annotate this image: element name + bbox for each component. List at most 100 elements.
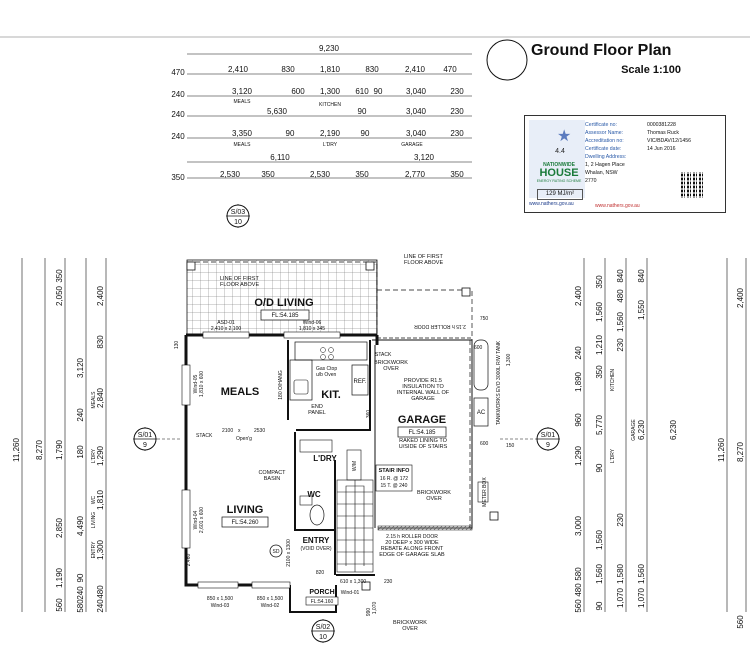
sink bbox=[293, 379, 309, 395]
right-dim-c1-0: 2,400 bbox=[574, 285, 583, 306]
room-entry: ENTRY bbox=[303, 536, 330, 545]
top-dim-r5-1: 3,120 bbox=[414, 153, 435, 162]
left-dim-c5-4: 1,290 bbox=[96, 445, 105, 466]
left-dim-c4-4: 90 bbox=[76, 573, 85, 582]
ac-unit bbox=[473, 397, 489, 427]
top-dim-r6-6: 350 bbox=[450, 170, 464, 179]
room-living: LIVING bbox=[227, 504, 264, 516]
nathers-url-right[interactable]: www.nathers.gov.au bbox=[595, 203, 640, 209]
left-dim-c3-1: 350 bbox=[55, 269, 64, 283]
left-dim-label-wc: WC bbox=[91, 495, 97, 504]
window-wind03-size: 850 x 1,500 bbox=[207, 596, 233, 602]
note-d130: 130 bbox=[174, 341, 180, 350]
top-dim-r6-5: 2,770 bbox=[405, 170, 426, 179]
left-dim-c4-0: 3,120 bbox=[76, 357, 85, 378]
window-wind05-size: 1,810 x 600 bbox=[199, 371, 205, 397]
note-stair-info-2: 15 T. @ 240 bbox=[381, 483, 408, 489]
top-dimension-values: 9,230 470 2,410 830 1,810 830 2,410 470 … bbox=[171, 44, 464, 182]
window-asd01: ASD-01 bbox=[217, 320, 235, 326]
right-dim-c3-6: 1,070 bbox=[616, 587, 625, 608]
top-dim-r4-label-0: MEALS bbox=[234, 142, 252, 148]
top-dim-r2-1: 3,120 bbox=[232, 87, 253, 96]
note-brickwork-1: BRICKWORK OVER bbox=[374, 360, 408, 372]
cooktop-burner bbox=[320, 347, 326, 353]
left-dim-overall: 11,260 bbox=[12, 438, 21, 462]
section-marker-top: S/03 10 bbox=[226, 204, 250, 228]
meter-box bbox=[477, 481, 489, 503]
note-meter-box: METER BOX bbox=[482, 477, 488, 507]
right-dim-c2-3: 350 bbox=[595, 365, 604, 379]
cert-address-0: 1, 2 Hagen Place bbox=[585, 162, 625, 168]
left-dim-c3-5: 560 bbox=[55, 598, 64, 612]
section-marker-left: S/01 9 bbox=[133, 427, 182, 451]
right-dim-c4-2: 6,230 bbox=[637, 419, 646, 440]
cert-value-2: VIC/BDAV/12/1456 bbox=[647, 138, 692, 144]
window-wind02-size: 850 x 1,500 bbox=[257, 596, 283, 602]
star-rating-badge: ★ 4.4 NATIONWIDE HOUSE ENERGY RATING SCH… bbox=[529, 120, 585, 200]
cert-label-3: Certificate date: bbox=[585, 146, 622, 152]
note-ub-oven: u/b Oven bbox=[316, 372, 337, 378]
title-symbol bbox=[486, 39, 528, 81]
note-raked: RAKED LINING TO U/SIDE OF STAIRS bbox=[398, 438, 448, 450]
top-dim-r4-2: 90 bbox=[286, 129, 295, 138]
note-d1070: 1,070 bbox=[372, 602, 378, 615]
top-dim-r2-4: 610 bbox=[355, 87, 369, 96]
note-stack-top: STACK bbox=[375, 352, 392, 358]
smoke-detector-icon bbox=[269, 544, 283, 558]
nathers-url-left[interactable]: www.nathers.gov.au bbox=[529, 201, 574, 207]
room-garage-fl: FL:54.185 bbox=[408, 430, 436, 436]
section-marker-left-code: S/01 bbox=[138, 432, 153, 439]
window-left-lower bbox=[181, 489, 191, 549]
stairs bbox=[336, 479, 374, 573]
top-dim-r1-5: 2,410 bbox=[405, 65, 426, 74]
roller-door-bottom bbox=[377, 525, 473, 531]
window-wind01: Wind-01 bbox=[341, 590, 360, 596]
post bbox=[361, 581, 371, 591]
energy-value: 129 MJ/m² bbox=[537, 189, 583, 200]
star-icon: ★ bbox=[557, 128, 572, 145]
window-asd01-size: 2,410 x 2,100 bbox=[211, 326, 242, 332]
right-dim-c3-5: 1,580 bbox=[616, 563, 625, 584]
left-dim-c5-5: 1,300 bbox=[96, 539, 105, 560]
top-dim-r2-0: 240 bbox=[171, 90, 185, 99]
drawing-title: Ground Floor Plan bbox=[531, 42, 671, 59]
left-dim-c4-5: 240 bbox=[76, 586, 85, 600]
top-dim-r4-label-1: L'DRY bbox=[323, 142, 338, 148]
top-dim-r6-3: 2,530 bbox=[310, 170, 331, 179]
brand-line-1: NATIONWIDE bbox=[543, 162, 575, 168]
section-marker-left-num: 9 bbox=[143, 442, 147, 449]
label-wm: W/M bbox=[352, 461, 358, 471]
window-kitchen bbox=[283, 331, 341, 339]
left-dim-label-ldry: L'DRY bbox=[91, 448, 97, 463]
section-marker-right-num: 9 bbox=[546, 442, 550, 449]
right-dim-c1-8: 560 bbox=[574, 599, 583, 613]
cert-address-2: 2770 bbox=[585, 178, 597, 184]
brand-line-2: HOUSE bbox=[539, 167, 579, 179]
room-entry-sub: (VOID OVER) bbox=[300, 546, 331, 552]
note-d1300: 1,300 bbox=[506, 354, 512, 367]
sliding-door-od bbox=[202, 331, 250, 339]
section-marker-right: S/01 9 bbox=[500, 427, 560, 451]
top-dim-r6-1: 2,530 bbox=[220, 170, 241, 179]
note-water-tank: TANKWORKS EVO 3000L R/W TANK bbox=[496, 340, 502, 425]
right-dim-590: 560 bbox=[736, 615, 745, 629]
right-dim-c1-3: 960 bbox=[574, 413, 583, 427]
section-marker-bottom-num: 10 bbox=[319, 634, 327, 641]
right-dim-c1-2: 1,890 bbox=[574, 371, 583, 392]
note-h820: 820 bbox=[316, 570, 325, 576]
note-first-floor-right: LINE OF FIRST FLOOR ABOVE bbox=[404, 254, 444, 266]
qr-code-overlay bbox=[681, 172, 703, 198]
top-dim-r3-4: 230 bbox=[450, 107, 464, 116]
right-dim-overall: 11,260 bbox=[717, 438, 726, 462]
right-dim-c2-0: 1,560 bbox=[595, 301, 604, 322]
note-opening-h: 2530 bbox=[254, 428, 265, 434]
note-opening: Open'g bbox=[236, 436, 252, 442]
top-dim-r4-label-2: GARAGE bbox=[401, 142, 423, 148]
cooktop-burner bbox=[328, 347, 334, 353]
right-dim-col2: 8,270 bbox=[736, 441, 745, 462]
kitchen-bench-back bbox=[294, 341, 368, 361]
top-dim-r1-6: 470 bbox=[443, 65, 457, 74]
right-dim-c1-1: 240 bbox=[574, 346, 583, 360]
kitchen-island bbox=[289, 359, 313, 401]
